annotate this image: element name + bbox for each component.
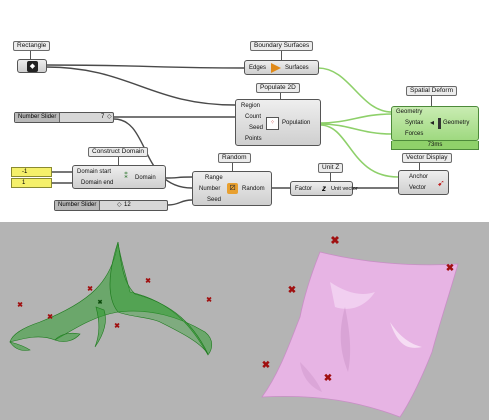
slider-name: Number Slider (15, 113, 61, 122)
populate2d-icon: ⁘ (266, 117, 279, 130)
rectangle-icon: ◆ (27, 61, 38, 72)
construct-domain-icon: ⁑ (124, 173, 128, 180)
populate2d-header: Populate 2D (256, 83, 300, 93)
construct-domain-connector (118, 157, 119, 165)
svg-text:✖: ✖ (47, 313, 53, 321)
rectangle-component[interactable]: ◆ (17, 59, 47, 73)
svg-text:✖: ✖ (330, 235, 339, 247)
svg-text:✖: ✖ (206, 296, 212, 304)
population-output[interactable]: Population (282, 120, 311, 126)
unitz-connector (330, 173, 331, 181)
anchor-input[interactable]: Anchor (409, 174, 429, 180)
geometry-output[interactable]: Geometry (443, 120, 470, 126)
number-slider-seed[interactable]: Number Slider ◇ 12 (54, 200, 168, 211)
wire-population-to-geometry (319, 113, 393, 124)
number-slider-count[interactable]: Number Slider 7 ◇ (14, 112, 114, 123)
domain-output[interactable]: Domain (135, 175, 156, 181)
slider-name: Number Slider (55, 201, 101, 210)
panel-value: -1 (22, 169, 28, 175)
pink-surface (261, 251, 459, 418)
wire-surfaces-to-geometry (317, 67, 393, 113)
domain-start-input[interactable]: Domain start (77, 169, 112, 175)
wire-rect-to-region (45, 66, 236, 106)
edges-input[interactable]: Edges (249, 65, 267, 71)
wire-rect-to-edges (45, 64, 245, 69)
seed-input[interactable]: Seed (249, 125, 264, 131)
wire-population-to-forces (319, 123, 393, 135)
svg-text:✖: ✖ (87, 285, 93, 293)
rhino-viewport[interactable]: ✖ ✖ ✖ ✖ ✖ ✖ ✖ ✖ ✖ ✖ ✖ ✖ (0, 222, 489, 420)
wires-layer (45, 64, 399, 206)
random-output[interactable]: Random (242, 186, 265, 192)
point-markers: ✖ ✖ ✖ ✖ ✖ ✖ ✖ ✖ ✖ ✖ ✖ ✖ (17, 235, 454, 384)
construct-domain-header: Construct Domain (88, 147, 149, 157)
slider-handle-icon[interactable]: ◇ (117, 202, 122, 208)
panel-domain-start[interactable]: -1 (11, 167, 52, 177)
viewport-scene: ✖ ✖ ✖ ✖ ✖ ✖ ✖ ✖ ✖ ✖ ✖ ✖ (9, 235, 459, 418)
svg-text:✖: ✖ (262, 360, 270, 371)
slider-handle-icon[interactable]: ◇ (107, 114, 112, 120)
range-input[interactable]: Range (205, 175, 223, 181)
syntax-grip-icon: ◂ (429, 118, 434, 127)
rectangle-connector (30, 51, 31, 59)
svg-text:✖: ✖ (17, 301, 23, 309)
grasshopper-canvas[interactable]: Rectangle ◆ Boundary Surfaces Edges Surf… (0, 0, 489, 222)
rectangle-header: Rectangle (13, 41, 51, 51)
vector-display-connector (419, 163, 420, 170)
spatial-deform-component[interactable]: Geometry Syntax ◂ Forces Geometry (391, 106, 479, 141)
unitz-icon: z (322, 184, 326, 193)
spatial-deform-icon (438, 118, 441, 129)
vector-display-header: Vector Display (402, 153, 452, 163)
wire-population-to-anchor (319, 124, 399, 178)
populate2d-component[interactable]: Region Count Seed Points ⁘ Population (235, 99, 321, 146)
timing-label: 73ms (391, 141, 479, 150)
boundary-surfaces-header: Boundary Surfaces (250, 41, 314, 51)
random-component[interactable]: Range Number Seed ⚂ Random (192, 171, 272, 206)
wire-domain-to-range (164, 176, 193, 179)
points-input[interactable]: Points (245, 136, 262, 142)
region-input[interactable]: Region (241, 103, 261, 109)
slider-value[interactable]: 12 (124, 202, 131, 208)
surfaces-output[interactable]: Surfaces (285, 65, 309, 71)
svg-text:✖: ✖ (145, 277, 151, 285)
random-header: Random (218, 153, 251, 163)
vector-input[interactable]: Vector (409, 185, 427, 191)
random-connector (232, 163, 233, 171)
domain-end-input[interactable]: Domain end (81, 180, 114, 186)
boundary-surfaces-component[interactable]: Edges Surfaces (244, 60, 319, 75)
boundary-surfaces-icon (271, 63, 281, 73)
unitz-component[interactable]: Factor z Unit vector (290, 181, 358, 196)
boundary-surfaces-connector (281, 51, 282, 60)
random-icon: ⚂ (227, 183, 238, 194)
vector-display-icon: ➹ (437, 178, 445, 188)
svg-text:✖: ✖ (114, 322, 120, 330)
geometry-input[interactable]: Geometry (396, 109, 423, 115)
syntax-input[interactable]: Syntax (405, 120, 424, 126)
svg-text:✖: ✖ (446, 263, 454, 274)
seed-input[interactable]: Seed (207, 197, 222, 203)
unitz-header: Unit Z (318, 163, 344, 173)
number-input[interactable]: Number (199, 186, 221, 192)
populate2d-connector (280, 93, 281, 99)
count-input[interactable]: Count (245, 114, 262, 120)
forces-input[interactable]: Forces (405, 131, 424, 137)
vector-display-component[interactable]: Anchor Vector ➹ (398, 170, 449, 195)
panel-value: 1 (22, 180, 26, 186)
factor-input[interactable]: Factor (295, 186, 313, 192)
green-mesh (9, 241, 213, 356)
svg-text:✖: ✖ (324, 373, 332, 384)
panel-domain-end[interactable]: 1 (11, 178, 52, 188)
construct-domain-component[interactable]: Domain start Domain end ⁑ Domain (72, 165, 166, 189)
svg-text:✖: ✖ (288, 285, 296, 296)
spatial-deform-connector (431, 96, 432, 106)
unit-vector-output[interactable]: Unit vector (331, 186, 358, 192)
svg-text:✖: ✖ (97, 299, 102, 306)
spatial-deform-header: Spatial Deform (406, 86, 457, 96)
slider-value[interactable]: 7 (101, 114, 105, 120)
wire-seed-to-seed (167, 199, 193, 206)
